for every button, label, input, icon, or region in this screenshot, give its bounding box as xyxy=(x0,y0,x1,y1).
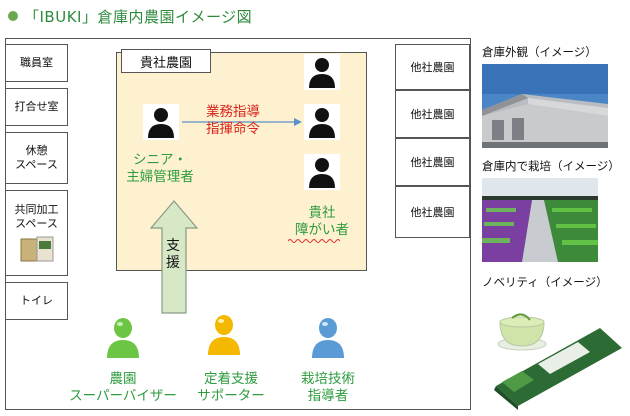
room-label: 職員室 xyxy=(20,56,53,69)
retention-supporter-label: 定着支援 サポーター xyxy=(197,371,265,404)
senior-manager-icon xyxy=(143,104,179,140)
room-meeting: 打合せ室 xyxy=(5,88,68,126)
room-label: 共同加工 スペース xyxy=(14,203,59,230)
employee-icon xyxy=(304,154,340,190)
retention-supporter-icon xyxy=(207,313,241,355)
disabled-employee-label: 貴社 障がい者 xyxy=(295,205,349,238)
novelty-tea-photo xyxy=(482,294,626,410)
room-rest: 休憩 スペース xyxy=(5,132,68,184)
warehouse-exterior-photo xyxy=(482,64,608,148)
room-processing: 共同加工 スペース xyxy=(5,190,68,276)
other-farm: 他社農園 xyxy=(395,44,470,90)
bullet-dot xyxy=(8,11,18,21)
photo-caption: ノベリティ（イメージ） xyxy=(482,275,608,289)
other-farm: 他社農園 xyxy=(395,186,470,238)
support-label: 支 援 xyxy=(166,238,180,271)
supervisor-icon xyxy=(106,316,140,358)
company-farm-label: 貴社農園 xyxy=(121,49,211,73)
room-toilet: トイレ xyxy=(5,282,68,320)
cultivation-instructor-label: 栽培技術 指導者 xyxy=(301,371,355,404)
employee-icon xyxy=(304,54,340,90)
indoor-cultivation-photo xyxy=(482,178,598,262)
room-label: 打合せ室 xyxy=(14,100,59,113)
other-farm: 他社農園 xyxy=(395,90,470,138)
cultivation-instructor-icon xyxy=(311,316,345,358)
page-title-row: 「IBUKI」倉庫内農園イメージ図 xyxy=(8,4,252,28)
room-label: 休憩 スペース xyxy=(15,144,58,171)
other-farm: 他社農園 xyxy=(395,138,470,186)
package-icon xyxy=(19,235,55,263)
room-label: トイレ xyxy=(20,294,53,307)
photo-caption: 倉庫外観（イメージ） xyxy=(482,45,597,59)
support-arrow xyxy=(150,200,198,314)
senior-manager-label: シニア・ 主婦管理者 xyxy=(126,152,194,185)
supervisor-label: 農園 スーパーバイザー xyxy=(69,371,177,404)
photo-caption: 倉庫内で栽培（イメージ） xyxy=(482,159,620,173)
spellcheck-underline xyxy=(288,239,340,243)
room-staff: 職員室 xyxy=(5,44,68,82)
instruction-label: 業務指導 指揮命令 xyxy=(206,104,260,137)
page-title: 「IBUKI」倉庫内農園イメージ図 xyxy=(24,7,253,26)
instruction-arrow xyxy=(182,118,302,126)
employee-icon xyxy=(304,104,340,140)
